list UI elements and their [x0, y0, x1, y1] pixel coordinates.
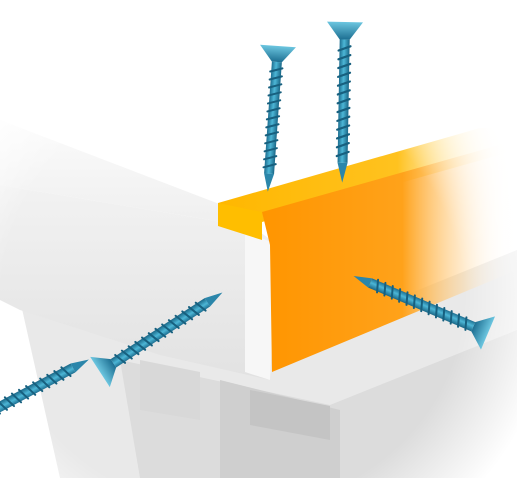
vignette: [0, 0, 517, 478]
screw-illustration: [0, 0, 517, 478]
